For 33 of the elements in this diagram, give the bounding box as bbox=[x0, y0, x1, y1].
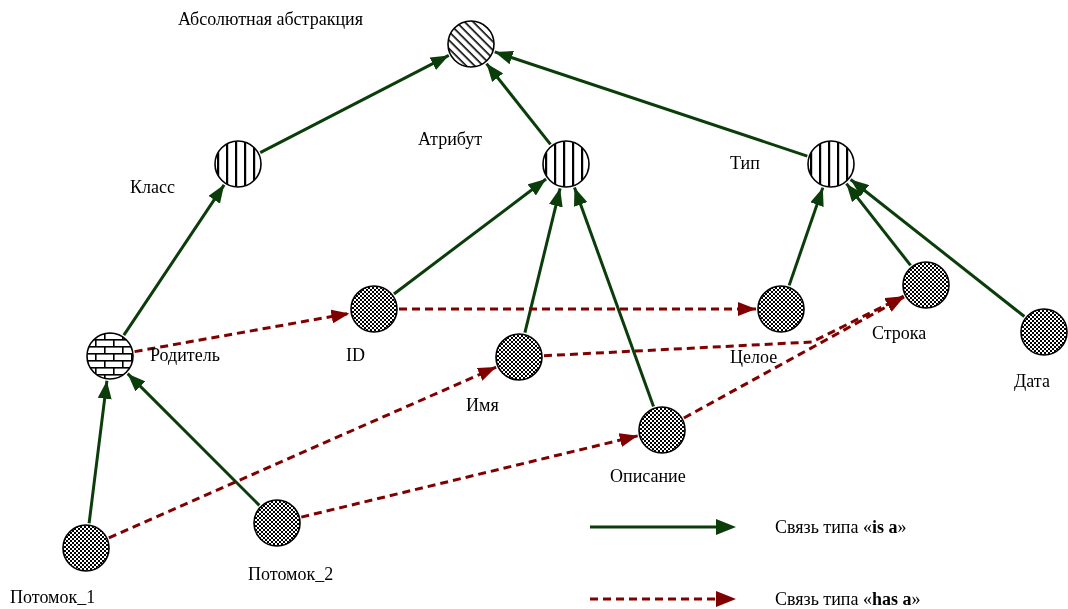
arrow bbox=[494, 50, 808, 158]
node-label: Атрибут bbox=[418, 128, 483, 150]
arrow bbox=[87, 380, 112, 524]
arrow bbox=[485, 62, 552, 146]
arrow bbox=[523, 187, 563, 334]
node-label: Имя bbox=[466, 394, 499, 416]
node-label: Родитель bbox=[150, 344, 220, 366]
node-label: Дата bbox=[1014, 370, 1050, 392]
node-label: Абсолютная абстракция bbox=[178, 8, 363, 30]
node-label: Целое bbox=[730, 346, 778, 368]
legend-label: Связь типа «has a» bbox=[775, 588, 921, 609]
arrow bbox=[849, 178, 1026, 318]
arrow bbox=[126, 372, 261, 507]
arrow bbox=[393, 177, 547, 296]
node-label: ID bbox=[346, 344, 365, 366]
node-label: Строка bbox=[872, 322, 927, 344]
arrow bbox=[543, 294, 905, 358]
arrow bbox=[300, 433, 639, 519]
arrow bbox=[122, 183, 226, 337]
arrow bbox=[573, 187, 655, 407]
legend-label: Связь типа «is a» bbox=[775, 516, 907, 538]
arrow bbox=[259, 54, 450, 154]
node-label: Потомок_1 bbox=[10, 586, 96, 608]
node-label: Класс bbox=[130, 176, 175, 198]
node-label: Тип bbox=[730, 152, 760, 174]
arrow bbox=[108, 365, 497, 540]
arrow bbox=[683, 295, 905, 420]
arrow bbox=[399, 302, 756, 316]
node-label: Потомок_2 bbox=[248, 563, 334, 585]
arrow bbox=[134, 309, 350, 354]
arrow bbox=[787, 187, 825, 286]
arrow bbox=[845, 182, 912, 267]
node-label: Описание bbox=[610, 465, 686, 487]
